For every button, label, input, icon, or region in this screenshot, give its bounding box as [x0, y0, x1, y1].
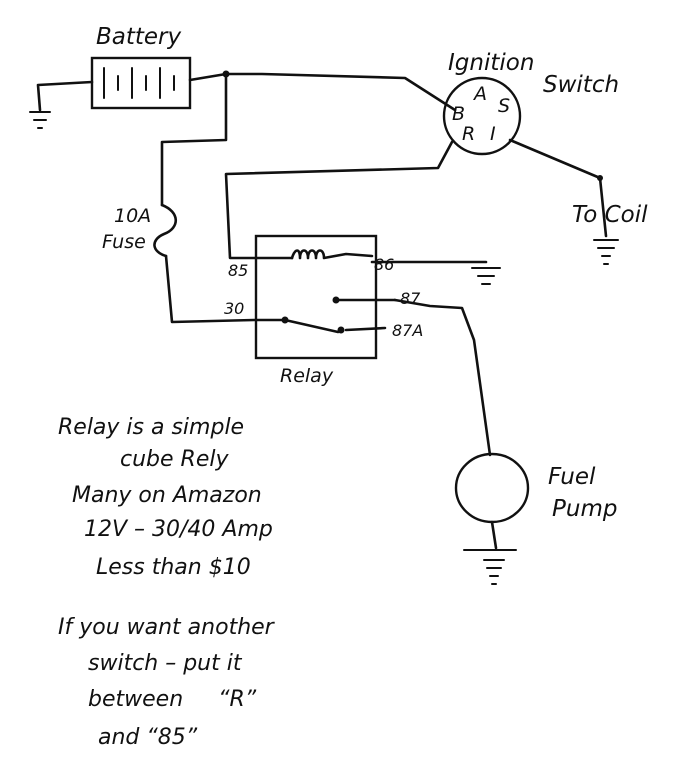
relay-label: Relay — [280, 365, 334, 387]
ignition-label-line2: Switch — [543, 72, 619, 98]
fuse-label: 10A — [114, 205, 151, 227]
terminal-b-label: B — [452, 103, 465, 125]
relay-87a-wire — [344, 326, 387, 332]
note-relay-line3: Many on Amazon — [72, 483, 262, 508]
note-relay-line1: Relay is a simple — [58, 415, 244, 440]
battery-symbol — [90, 56, 192, 110]
terminal-r-label: R — [462, 123, 475, 145]
ground-symbol-relay — [471, 267, 501, 285]
battery-to-ignition-wire — [224, 72, 457, 112]
fuel-pump-label-line2: Pump — [552, 496, 617, 522]
ignition-label: Ignition — [448, 50, 534, 76]
battery-label: Battery — [96, 24, 182, 50]
ground-symbol-battery — [29, 111, 51, 129]
note-relay-line2: cube Rely — [120, 447, 229, 472]
fuel-pump-symbol — [454, 452, 530, 524]
note-switch-line2: switch – put it — [88, 651, 243, 676]
fuse-symbol — [153, 203, 178, 258]
note-switch-line1: If you want another — [58, 615, 276, 640]
note-switch-line4: and “85” — [98, 725, 198, 750]
fuse-label-line2: Fuse — [102, 231, 146, 253]
relay-coil-symbol — [290, 249, 374, 260]
ignition-switch-symbol — [442, 76, 522, 156]
terminal-a-label: A — [472, 83, 487, 105]
terminal-s-label: S — [498, 95, 510, 117]
note-relay-line5: Less than $10 — [96, 555, 251, 580]
relay-contact-30 — [281, 316, 289, 324]
ground-symbol-pump — [463, 549, 517, 585]
coil-connector — [597, 175, 603, 181]
note-switch-line3: between “R” — [88, 687, 257, 712]
fuel-pump-label: Fuel — [548, 464, 596, 490]
fuse-to-relay-wire — [164, 254, 287, 324]
pump-ground-wire — [490, 520, 498, 550]
pin-87a-label: 87A — [392, 321, 423, 340]
battery-ground-wire — [36, 80, 94, 112]
relay-to-pump-wire — [393, 298, 492, 457]
note-relay-line4: 12V – 30/40 Amp — [84, 517, 273, 542]
pin-30-label: 30 — [224, 299, 244, 318]
pin-85-label: 85 — [228, 261, 248, 280]
to-coil-label: To Coil — [572, 202, 648, 228]
ground-symbol-coil — [593, 239, 619, 265]
battery-positive-wire — [188, 72, 228, 82]
relay-contact-arm — [283, 318, 340, 334]
relay-contact-87a — [337, 326, 345, 334]
terminal-i-label: I — [490, 123, 496, 145]
pin-86-label: 86 — [374, 255, 394, 274]
relay-box — [254, 234, 378, 360]
ignition-r-to-relay-85-wire — [224, 140, 454, 260]
feed-wire — [160, 72, 228, 207]
